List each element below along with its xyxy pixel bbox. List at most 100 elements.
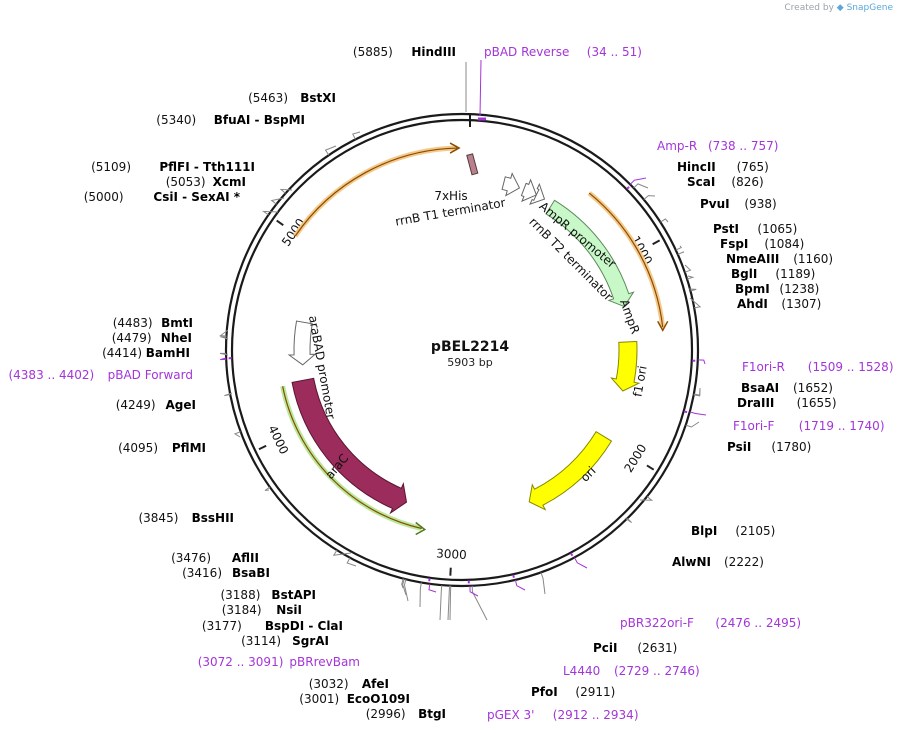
enzyme-agei-name: AgeI: [166, 398, 196, 412]
enzyme-pcii-leader: [540, 572, 546, 595]
feature-label-f1-ori: f1 ori: [630, 365, 649, 398]
enzyme-alwni-leader: [624, 517, 632, 524]
enzyme-bpmi: BpmI(1238): [735, 282, 819, 296]
enzyme-nsii-name: NsiI: [276, 603, 302, 617]
enzyme-ahdi-name: AhdI: [737, 297, 768, 311]
enzyme-pvui: PvuI(938): [700, 197, 777, 211]
enzyme-bmti-name: BmtI: [161, 316, 193, 330]
enzyme-bstapi-name: BstAPI: [271, 588, 316, 602]
label-leaders: [219, 59, 707, 621]
primer-pbrrevbam-leader: [428, 583, 437, 593]
tick-label: 4000: [265, 423, 291, 457]
primer-pbad-reverse: pBAD Reverse(34 .. 51): [484, 45, 642, 59]
enzyme-bsaai-name: BsaAI: [741, 381, 779, 395]
orf-right-arrowhead: [657, 320, 669, 332]
enzyme-pvui-name: PvuI: [700, 197, 730, 211]
watermark: Created by ◆ SnapGene: [784, 3, 893, 13]
enzyme-btgi-leader: [449, 585, 452, 621]
enzyme-bstxi-name: BstXI: [300, 91, 336, 105]
orf-arac-arc: [282, 386, 422, 530]
enzyme-bspdi-clai-name: BspDI - ClaI: [265, 619, 343, 633]
enzyme-hincii: HincII(765): [677, 160, 769, 174]
enzyme-bspdi-clai-leader: [403, 579, 409, 602]
enzyme-xcmi-name: XcmI: [213, 175, 246, 189]
rrnb-t1-arrow: [501, 172, 521, 197]
enzyme-bstapi: BstAPI (3188): [220, 588, 316, 602]
enzyme-pcii-pos: (2631): [637, 641, 677, 655]
tick-mark: [646, 464, 655, 471]
site-labels: HindIII(5885)BstXI(5463)BfuAI - BspMI(53…: [8, 45, 893, 722]
primer-f1ori-r-pos: (1509 .. 1528): [808, 360, 894, 374]
primer-pbad-forward-leader: [220, 357, 227, 361]
enzyme-aflii-leader: [332, 549, 352, 556]
enzyme-afei-leader: [439, 585, 443, 621]
primer-l4440-leader: [514, 579, 526, 591]
plasmid-name: pBEL2214: [431, 339, 509, 355]
primer-pbrrevbam: pBRrevBam(3072 .. 3091): [198, 655, 360, 669]
ampr-promoter-arrow: [520, 178, 537, 203]
enzyme-pfoi: PfoI(2911): [531, 685, 615, 699]
enzyme-fspi-name: FspI: [720, 237, 748, 251]
enzyme-psti-pos: (1065): [757, 222, 797, 236]
enzyme-nsii-leader: [402, 578, 407, 596]
enzyme-ecoo109i-pos: (3001): [299, 692, 339, 706]
enzyme-bfuai-bspmi: BfuAI - BspMI(5340): [156, 113, 305, 127]
enzyme-alwni-pos: (2222): [724, 555, 764, 569]
enzyme-bmti-pos: (4483): [113, 316, 153, 330]
enzyme-pflfi-tth111i: PflFI - Tth111I(5109): [91, 160, 255, 174]
primer-pgex-3-leader: [469, 585, 479, 597]
enzyme-pflmi-name: PflMI: [172, 441, 206, 455]
enzyme-psti-leader: [675, 245, 683, 251]
enzyme-pfoi-pos: (2911): [575, 685, 615, 699]
primer-f1ori-r: F1ori-R(1509 .. 1528): [742, 360, 894, 374]
enzyme-bamhi-leader: [219, 352, 229, 356]
primer-amp-r-pos: (738 .. 757): [708, 139, 778, 153]
enzyme-pflmi-pos: (4095): [118, 441, 158, 455]
primer-f1ori-f-pos: (1719 .. 1740): [799, 419, 885, 433]
primer-pbrrevbam-name: pBRrevBam: [289, 655, 360, 669]
enzyme-nhei: NheI(4479): [112, 331, 192, 345]
enzyme-bspdi-clai-pos: (3177): [202, 619, 242, 633]
arac-arrow: [291, 377, 408, 515]
enzyme-bpmi-name: BpmI: [735, 282, 770, 296]
enzyme-agei: AgeI(4249): [116, 398, 196, 412]
tick-label: 2000: [621, 442, 649, 475]
enzyme-draiii-pos: (1655): [797, 396, 837, 410]
enzyme-bspdi-clai: BspDI - ClaI (3177): [202, 619, 343, 633]
enzyme-ahdi-leader: [689, 297, 702, 309]
enzyme-psii: PsiI(1780): [727, 440, 811, 454]
enzyme-bgli-pos: (1189): [775, 267, 815, 281]
enzyme-sgrai-name: SgrAI: [292, 634, 329, 648]
enzyme-bamhi: BamHI(4414): [102, 346, 190, 360]
enzyme-bsshii-pos: (3845): [138, 511, 178, 525]
enzyme-pvui-leader: [660, 218, 669, 223]
enzyme-bgli-name: BglI: [731, 267, 757, 281]
enzyme-nsii-pos: (3184): [222, 603, 262, 617]
enzyme-hindiii: HindIII(5885): [353, 45, 456, 59]
enzyme-pflmi-leader: [233, 431, 241, 438]
watermark-brand: SnapGene: [846, 3, 893, 13]
enzyme-bfuai-bspmi-leader: [324, 145, 337, 156]
primer-amp-r-mark: [626, 186, 630, 190]
enzyme-hindiii-pos: (5885): [353, 45, 393, 59]
enzyme-btgi-pos: (2996): [366, 707, 406, 721]
enzyme-bsshii-leader: [264, 486, 271, 492]
primer-f1ori-f-name: F1ori-F: [733, 419, 774, 433]
enzyme-pflmi: PflMI (4095): [118, 441, 206, 455]
enzyme-bsaai-pos: (1652): [793, 381, 833, 395]
primer-f1ori-f: F1ori-F (1719 .. 1740): [733, 419, 885, 433]
enzyme-bmti: BmtI (4483): [113, 316, 193, 330]
watermark-prefix: Created by: [784, 3, 834, 13]
enzyme-pflfi-tth111i-pos: (5109): [91, 160, 131, 174]
enzyme-csii-sexai-pos: (5000): [84, 190, 124, 204]
enzyme-bstapi-pos: (3188): [220, 588, 260, 602]
enzyme-blpi-pos: (2105): [735, 524, 775, 538]
arabad-promoter-arrow: [287, 320, 317, 366]
enzyme-psti: PstI(1065): [713, 222, 797, 236]
enzyme-afei: AfeI(3032): [309, 677, 389, 691]
enzyme-aflii-name: AflII: [232, 551, 259, 565]
enzyme-pflfi-tth111i-leader: [279, 188, 293, 194]
enzyme-hincii-leader: [633, 183, 649, 189]
